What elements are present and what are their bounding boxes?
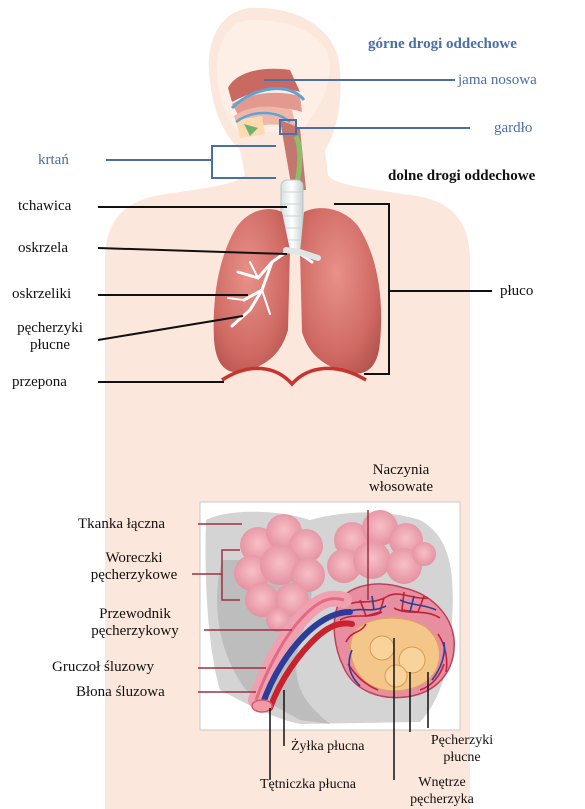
label-throat: gardło (494, 120, 532, 137)
label-alveolar-duct-line2: pęcherzykowy (70, 623, 200, 640)
label-alveoli: pęcherzyki płucne (6, 320, 94, 354)
label-trachea: tchawica (18, 198, 71, 215)
label-mucous-gland: Gruczoł śluzowy (52, 659, 154, 676)
label-alveolar-duct-line1: Przewodnik (70, 606, 200, 623)
label-alveoli-line2: płucne (6, 337, 94, 354)
label-capillaries-line2: włosowate (356, 479, 446, 496)
label-nasal-cavity: jama nosowa (458, 72, 537, 89)
label-lower-alveoli-line1: Pęcherzyki (416, 732, 508, 749)
label-larynx: krtań (38, 152, 69, 169)
label-alveolar-duct: Przewodnik pęcherzykowy (70, 606, 200, 640)
label-alveolar-sacs-line1: Woreczki (72, 550, 196, 567)
alveoli-detail (200, 502, 460, 730)
label-capillaries: Naczynia włosowate (356, 462, 446, 496)
label-bronchioles: oskrzeliki (12, 286, 71, 303)
label-capillaries-line1: Naczynia (356, 462, 446, 479)
label-pulmonary-arteriole: Tętniczka płucna (260, 776, 356, 793)
label-bronchi: oskrzela (18, 240, 68, 257)
lower-airways-heading: dolne drogi oddechowe (388, 168, 535, 185)
label-alveolus-interior-line2: pęcherzyka (400, 791, 484, 808)
label-alveolus-interior-line1: Wnętrze (400, 774, 484, 791)
label-alveolar-sacs-line2: pęcherzykowe (72, 567, 196, 584)
label-mucous-membrane: Błona śluzowa (76, 684, 165, 701)
label-pulmonary-venule: Żyłka płucna (291, 738, 364, 755)
label-connective-tissue: Tkanka łączna (78, 516, 165, 533)
label-alveolus-interior: Wnętrze pęcherzyka (400, 774, 484, 808)
upper-airways-heading: górne drogi oddechowe (368, 36, 517, 53)
label-diaphragm: przepona (12, 374, 67, 391)
label-lung: płuco (500, 283, 533, 300)
label-lower-alveoli: Pęcherzyki płucne (416, 732, 508, 766)
label-lower-alveoli-line2: płucne (416, 749, 508, 766)
label-alveolar-sacs: Woreczki pęcherzykowe (72, 550, 196, 584)
label-alveoli-line1: pęcherzyki (6, 320, 94, 337)
